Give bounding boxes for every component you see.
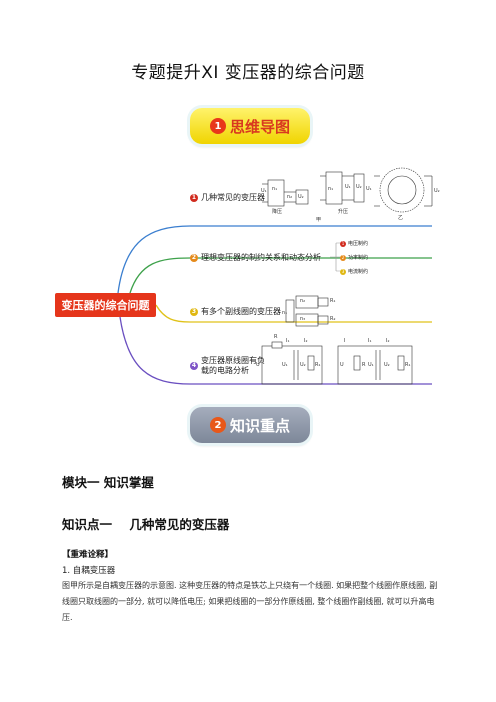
label-r-circuit1: R [274,334,278,340]
section-pill-key-points: 2 知识重点 [190,407,310,443]
sub-item-power: 2 功率制约 [340,254,368,261]
label-r-circuit2: R [362,362,366,368]
label-n3-multi: n₃ [300,316,306,322]
label-n1-up: n₁ [328,186,334,192]
mindmap-branch-1: 1 几种常见的变压器 [190,192,265,203]
sub-item-badge: 2 [340,254,346,261]
label-step-up: 升压 [338,209,349,215]
branch-label: 变压器原线圈有负载的电路分析 [201,356,265,375]
toroidal-transformer-diagram [374,167,433,213]
label-u1: U₁ [261,188,267,194]
multi-secondary-transformer-diagram [285,295,329,327]
branch-curve-4 [119,316,432,385]
difficulty-tag: 【重难诠释】 [62,550,114,560]
branch-curve-1 [117,225,432,294]
sub-item-badge: 1 [340,240,346,247]
item-heading: 1. 自耦变压器 [62,566,116,576]
branch-label: 几种常见的变压器 [201,193,265,202]
branch-label: 有多个副线圈的变压器 [201,307,281,316]
label-n1-multi: n₁ [282,310,288,316]
sub-item-label: 电压制约 [348,241,369,247]
label-n1: n₁ [272,186,278,192]
label-i2-circuit2: I₂ [386,338,390,344]
label-step-down: 降压 [272,209,283,215]
mindmap: 变压器的综合问题 1 几种常见的变压器 2 理想变压器的制约关系和动态分析 3 … [55,167,440,385]
mindmap-branch-2: 2 理想变压器的制约关系和动态分析 [190,252,321,263]
label-i1-circuit1: I₁ [286,338,290,344]
section-number-badge: 1 [209,118,226,134]
label-u2-circuit1: U₂ [300,362,306,368]
label-u2-toroid: U₂ [434,188,440,194]
body-paragraph: 图甲所示是自耦变压器的示意图. 这种变压器的特点是铁芯上只绕有一个线圈. 如果把… [62,581,438,622]
label-jia: 甲 [316,217,322,223]
label-r1-multi: R₁ [330,298,336,304]
sub-item-label: 电流制约 [348,269,369,275]
autotransformer-step-up-diagram [320,171,365,205]
autotransformer-step-down-diagram [262,179,309,207]
branch-label: 理想变压器的制约关系和动态分析 [201,253,321,262]
primary-load-circuit-diagram-2 [337,345,413,385]
label-i2-circuit1: I₂ [304,338,308,344]
mindmap-branch-3: 3 有多个副线圈的变压器 [190,306,281,317]
label-r1-circuit1: R₁ [315,362,321,368]
label-u1-circuit1: U₁ [282,362,288,368]
section-label: 思维导图 [229,117,290,136]
label-u-circuit1: U [256,362,260,368]
label-i1-circuit2: I₁ [368,338,372,344]
label-u1-up: U₁ [345,184,351,190]
mindmap-center-node: 变压器的综合问题 [55,293,156,317]
sub-item-current: 3 电流制约 [340,268,368,275]
section-label: 知识重点 [229,416,290,435]
label-r2-multi: R₂ [330,316,336,322]
label-u2-up: U₂ [356,184,362,190]
branch-curve-3 [155,304,432,323]
knowledge-point-heading: 知识点一 几种常见的变压器 [62,517,230,532]
sub-item-voltage: 1 电压制约 [340,240,368,247]
sub-item-label: 功率制约 [348,255,369,261]
label-n2-multi: n₂ [300,298,306,304]
sub-bracket [330,242,340,272]
label-n2: n₂ [287,194,293,200]
page-title: 专题提升XI 变压器的综合问题 [131,63,365,83]
label-u1-toroid: U₁ [366,186,372,192]
mindmap-connectors [117,167,433,385]
branch-number-badge: 2 [190,253,198,262]
label-u2-circuit2: U₂ [384,362,390,368]
label-r1-circuit2: R₁ [405,362,411,368]
module-heading: 模块一 知识掌握 [62,475,154,490]
label-i-circuit2: I [344,338,346,344]
branch-number-badge: 3 [190,307,198,316]
label-u-circuit2: U [340,362,344,368]
label-yi: 乙 [398,215,404,221]
section-pill-mindmap: 1 思维导图 [190,108,310,144]
label-u1-circuit2: U₁ [368,362,374,368]
primary-load-circuit-diagram-1 [261,341,323,385]
branch-number-badge: 4 [190,362,198,370]
label-u2: U₂ [298,194,304,200]
sub-item-badge: 3 [340,268,346,275]
branch-curve-2 [129,257,432,294]
branch-number-badge: 1 [190,193,198,202]
section-number-badge: 2 [209,417,226,433]
mindmap-branch-4: 4 变压器原线圈有负载的电路分析 [190,356,270,376]
